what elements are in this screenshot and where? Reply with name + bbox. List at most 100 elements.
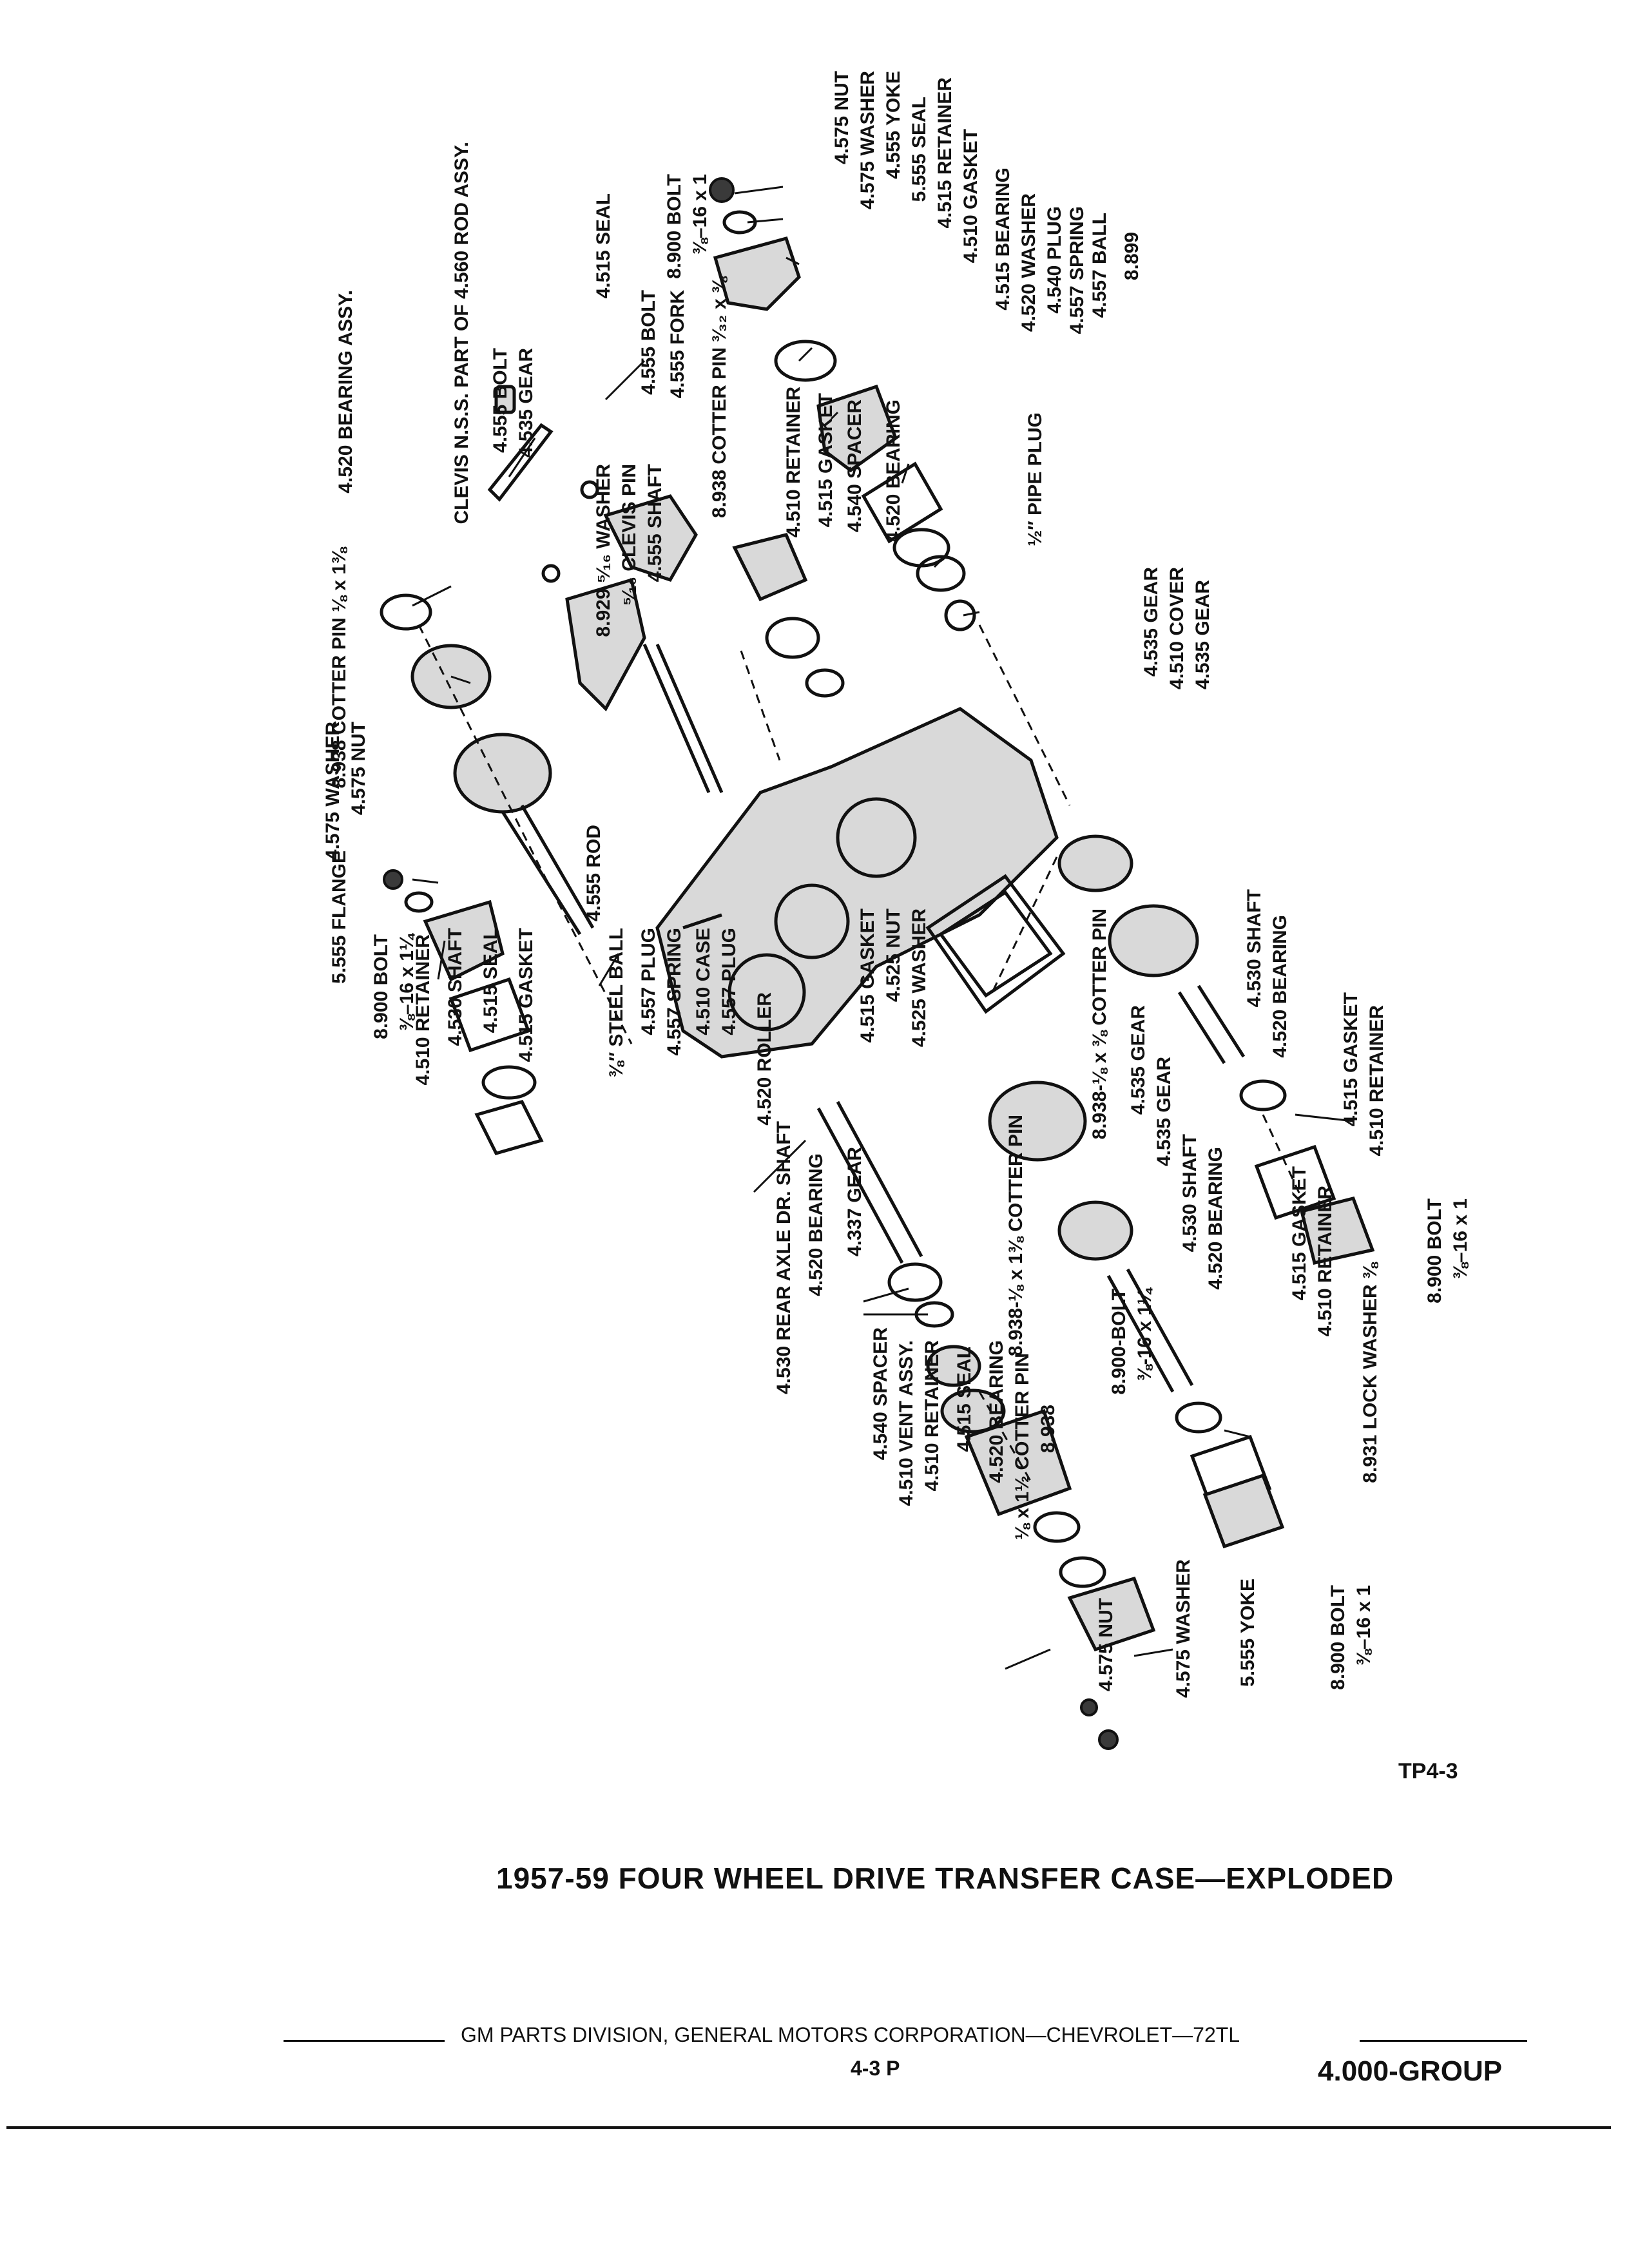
callout-label: ⅜–16 x 1 (1450, 1198, 1471, 1280)
callout-label: 4.515 GASKET (815, 393, 836, 528)
callout-label: 4.520 BEARING (1205, 1147, 1226, 1290)
callout-label: 4.510 CASE (693, 928, 714, 1035)
callout-label: 4.515 GASKET (857, 908, 878, 1043)
callout-label: 4.520 BEARING ASSY. (335, 290, 356, 494)
callout-label: 4.540 SPACER (870, 1327, 891, 1461)
callout-label: 4.510 VENT ASSY. (896, 1340, 917, 1506)
callout-label: 4.510 COVER (1166, 567, 1188, 690)
callout-label: 4.535 GEAR (1153, 1057, 1175, 1167)
callout-label: 4.575 NUT (831, 71, 853, 165)
callout-label: 4.575 WASHER (1173, 1559, 1194, 1698)
callout-label: 4.515 GASKET (1289, 1166, 1310, 1301)
callout-label: 4.555 YOKE (883, 71, 904, 179)
callout-label: 4.575 NUT (348, 722, 369, 816)
callout-label: 4.557 BALL (1089, 213, 1110, 318)
footer-rule-left (284, 2040, 445, 2042)
callout-label: 5.555 FLANGE (329, 850, 350, 984)
callout-label: 4.515 SEAL (480, 928, 501, 1033)
callout-label: 4.515 RETAINER (934, 77, 956, 229)
footer-page: 4-3 P (851, 2057, 900, 2080)
callout-label: 4.520 WASHER (1018, 193, 1039, 332)
leader-lines (412, 186, 1354, 1670)
footer-rule-right (1360, 2040, 1527, 2042)
callout-label: 8.900 BOLT (371, 934, 392, 1039)
callout-label: ½″ PIPE PLUG (1025, 412, 1046, 546)
callout-label: 4.555 BOLT (490, 348, 511, 453)
callout-label: 4.515 GASKET (516, 928, 537, 1062)
footer-group: 4.000-GROUP (1318, 2055, 1503, 2087)
callout-label: 4.535 GEAR (516, 348, 537, 458)
callout-label: 4.557 PLUG (718, 928, 740, 1035)
callout-label: 4.510 RETAINER (783, 387, 804, 538)
callout-label: 4.555 BOLT (638, 290, 659, 395)
callout-label: ⅛ x 1½ COTTER PIN (1012, 1353, 1033, 1541)
callout-label: 4.515 BEARING (992, 168, 1014, 311)
callout-label: 4.557 PLUG (638, 928, 659, 1035)
callout-label: ⅜″ STEEL BALL (606, 928, 627, 1078)
assembly-dashes (418, 624, 1303, 1483)
callout-label: ⅜–16 x 1 (1353, 1585, 1374, 1666)
callout-label: 4.520 BEARING (1269, 915, 1291, 1058)
callout-label: 4.540 SPACER (844, 399, 865, 533)
rear-output-assembly (816, 1100, 1156, 1750)
callout-label: 4.557 SPRING (1066, 206, 1088, 334)
callout-label: 8.899 (1121, 232, 1142, 281)
callout-label: 4.515 SEAL (954, 1347, 975, 1452)
callout-label: 4.525 NUT (883, 908, 904, 1003)
callout-label: 4.515 GASKET (1340, 992, 1362, 1127)
callout-label: 4.525 WASHER (909, 908, 930, 1048)
callout-label: 4.520 BEARING (986, 1340, 1007, 1483)
figure-id: TP4-3 (1398, 1759, 1458, 1783)
callout-label: 4.510 RETAINER (921, 1340, 943, 1492)
page-title: 1957-59 FOUR WHEEL DRIVE TRANSFER CASE—E… (496, 1861, 1394, 1895)
callout-label: 8.900 BOLT (1327, 1585, 1349, 1690)
callout-label: 4.575 WASHER (322, 722, 343, 861)
callout-label: 4.555 FORK (667, 290, 688, 399)
callout-label: 5.555 YOKE (1237, 1579, 1258, 1687)
callout-label: 4.510 RETAINER (412, 934, 434, 1086)
callout-label: 4.555 SHAFT (644, 464, 666, 582)
callout-label: 4.575 WASHER (857, 71, 878, 210)
callout-label: 4.575 NUT (1095, 1598, 1117, 1692)
callout-label: 8.938 COTTER PIN ³⁄₃₂ x ⅜ (709, 277, 730, 518)
callout-label: 4.557 SPRING (664, 928, 685, 1056)
callout-label: 4.510 GASKET (960, 129, 981, 264)
callout-label: 4.515 SEAL (593, 193, 614, 299)
callout-label: 4.530 REAR AXLE DR. SHAFT (773, 1121, 795, 1394)
callout-label: 4.540 PLUG (1044, 206, 1065, 314)
intermediate-gears (1057, 834, 1375, 1265)
callout-label: 4.520 BEARING (883, 399, 904, 543)
callout-label: 4.555 ROD (583, 825, 604, 922)
callout-label: 8.938-⅛ x 1⅜ COTTER PIN (1005, 1115, 1027, 1357)
callout-label: 4.530 SHAFT (1244, 889, 1265, 1008)
callout-label: 4.535 GEAR (1128, 1005, 1149, 1115)
callout-label: ⅜–16 x 1 (689, 174, 711, 255)
callout-label: 4.535 GEAR (1192, 580, 1213, 690)
callout-label: 8.929 ⁵⁄₁₆ WASHER (593, 464, 614, 637)
bottom-rule (6, 2126, 1611, 2129)
callout-label: 8.938-⅛ x ⅜ COTTER PIN (1089, 908, 1110, 1140)
callout-label: 8.900 BOLT (1424, 1198, 1445, 1303)
callout-label: 4.520 BEARING (805, 1153, 827, 1296)
left-output-assembly (380, 593, 595, 1155)
callout-label: 4.510 RETAINER (1366, 1005, 1387, 1157)
callout-label: 4.337 GEAR (844, 1147, 865, 1257)
shift-fork-assembly (487, 385, 845, 793)
callout-label: 5.555 SEAL (909, 97, 930, 202)
callout-label: ⁵⁄₁₆ CLEVIS PIN (619, 464, 640, 606)
callout-label: 8.931 LOCK WASHER ⅜ (1360, 1263, 1381, 1483)
callout-label: 4.530 SHAFT (445, 928, 466, 1046)
callout-label: CLEVIS N.S.S. PART OF 4.560 ROD ASSY. (451, 142, 472, 524)
callout-label: 4.510 RETAINER (1315, 1186, 1336, 1337)
callout-label: 4.520 ROLLER (754, 992, 775, 1126)
footer-publisher: GM PARTS DIVISION, GENERAL MOTORS CORPOR… (461, 2023, 1240, 2046)
callout-label: 8.900 BOLT (664, 174, 685, 279)
callout-label: 4.530 SHAFT (1179, 1134, 1200, 1253)
callout-label: 8.900-BOLT (1108, 1289, 1130, 1395)
callout-label: 4.535 GEAR (1141, 567, 1162, 677)
transfer-case-housing (655, 707, 1059, 1059)
callout-label: ⅜-16 x 1¼ (1134, 1289, 1155, 1381)
case-cover (925, 874, 1066, 1014)
center-gears (988, 1081, 1285, 1549)
